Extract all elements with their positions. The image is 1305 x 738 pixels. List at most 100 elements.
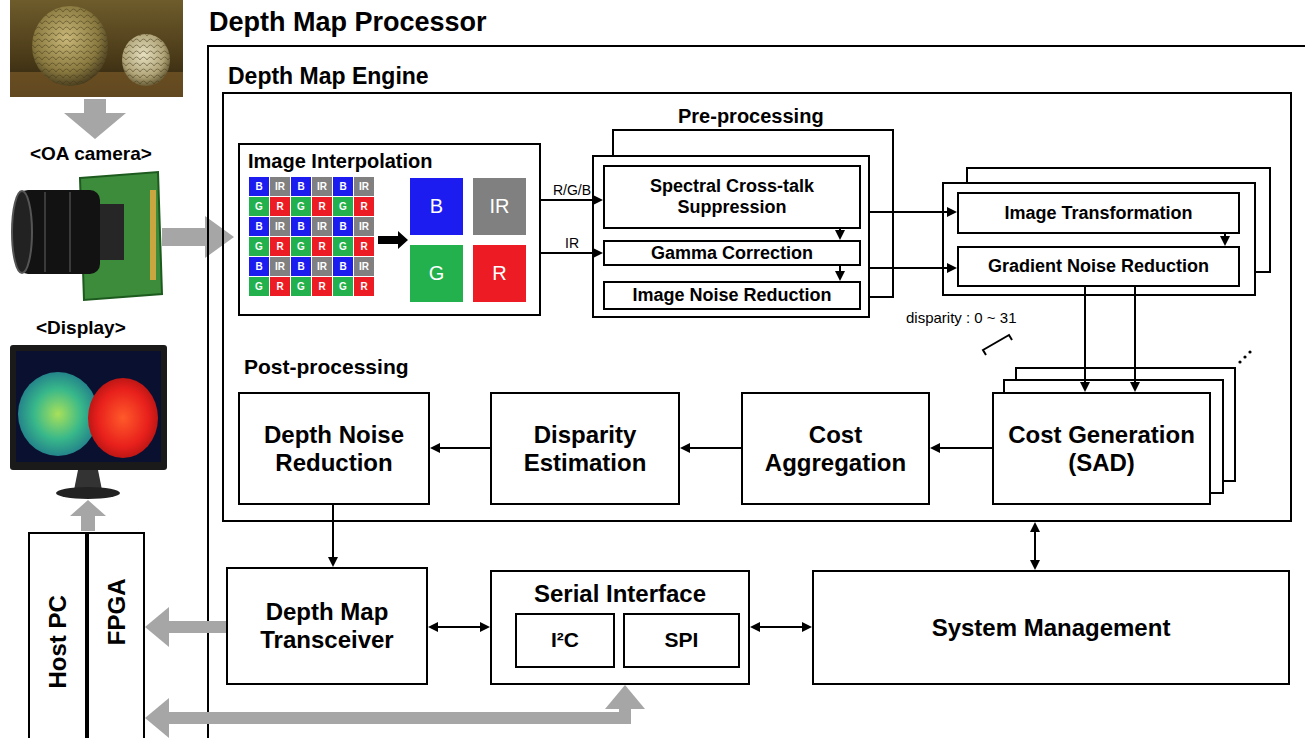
process-box: Depth Noise Reduction (238, 392, 430, 505)
label-text: IR (275, 221, 285, 233)
mosaic-cell: R (270, 237, 290, 256)
pine-cone-texture (122, 34, 170, 86)
process-box: Spectral Cross-talk Suppression (603, 165, 861, 229)
label-text: G (297, 201, 305, 213)
label-text: R (360, 201, 367, 213)
mosaic-cell: R (312, 277, 332, 296)
mosaic-cell: IR (312, 257, 332, 276)
process-box: Image Noise Reduction (603, 281, 861, 310)
label-text: B (297, 261, 304, 273)
signal-text: R/G/B (552, 182, 592, 198)
stack-front-frame (943, 183, 1255, 295)
mosaic-cell: IR (270, 177, 290, 196)
mosaic-cell: IR (312, 177, 332, 196)
label-text: R (360, 241, 367, 253)
channel-square: R (473, 245, 526, 302)
label-text: R (276, 201, 283, 213)
data-link-arrow (169, 709, 625, 718)
mosaic-cell: B (333, 257, 353, 276)
data-link-arrow (169, 621, 226, 633)
mosaic-cell: R (312, 197, 332, 216)
flow-arrow (541, 199, 593, 201)
mosaic-cell: B (291, 257, 311, 276)
process-box: Image Transformation (957, 192, 1240, 234)
box-label: FPGA (102, 579, 130, 646)
label-text: R (276, 281, 283, 293)
mosaic-cell: G (333, 277, 353, 296)
mosaic-cell: G (291, 237, 311, 256)
flow-arrow (1224, 234, 1226, 236)
label-text: B (339, 181, 346, 193)
device-label: <Display> (36, 317, 126, 339)
capture-arrow (64, 99, 126, 139)
label-text: IR (275, 261, 285, 273)
label-text: IR (317, 221, 327, 233)
bus-box: SPI (623, 613, 740, 668)
label-text: G (255, 281, 263, 293)
channel-square: B (410, 178, 463, 235)
label-text: R (276, 241, 283, 253)
monitor-bezel (10, 345, 167, 470)
flow-arrow (760, 626, 802, 628)
label-text: G (339, 241, 347, 253)
box-heading: Serial Interface (492, 580, 748, 608)
display-picture (10, 345, 167, 499)
mosaic-cell: R (354, 197, 374, 216)
box-label: Depth Noise Reduction (248, 421, 420, 476)
signal-label: IR (564, 234, 580, 252)
flow-arrow (940, 447, 992, 449)
box-label: IR (490, 195, 510, 218)
box-heading: Depth Map Processor (209, 7, 487, 38)
box-label: Gamma Correction (651, 243, 813, 264)
scene-photo (10, 0, 183, 97)
mosaic-cell: R (354, 277, 374, 296)
box-label: Image Noise Reduction (632, 285, 831, 306)
mosaic-cell: G (249, 237, 269, 256)
label-text: IR (275, 181, 285, 193)
box-label: Image Transformation (1004, 203, 1192, 224)
mosaic-cell: IR (312, 217, 332, 236)
host-box: FPGA (87, 532, 145, 738)
mosaic-cell: G (333, 197, 353, 216)
flow-arrow (870, 267, 947, 269)
mosaic-cell: G (333, 237, 353, 256)
camera-picture (12, 172, 162, 300)
label-text: G (297, 241, 305, 253)
flow-arrow (440, 447, 490, 449)
mosaic-cell: IR (354, 257, 374, 276)
depth-blob (88, 378, 158, 458)
signal-label: R/G/B (552, 181, 592, 199)
device-label: <OA camera> (30, 143, 152, 165)
signal-text: IR (564, 235, 580, 251)
pine-cone (32, 6, 108, 86)
label-text: Post-processing (244, 355, 409, 378)
box-label: Cost Aggregation (751, 421, 920, 476)
process-box: Cost Aggregation (741, 392, 930, 505)
monitor-base (56, 487, 120, 499)
flow-arrow (870, 211, 947, 213)
box-label: Depth Map Transceiver (236, 598, 418, 653)
label-text: <OA camera> (30, 143, 152, 164)
label-text: G (339, 201, 347, 213)
lens-front (12, 191, 32, 273)
box-label: SPI (665, 628, 699, 652)
process-box: Disparity Estimation (490, 392, 680, 505)
label-text: G (255, 241, 263, 253)
mosaic-cell: IR (270, 257, 290, 276)
bus-box: I²C (515, 613, 615, 668)
flow-arrow (690, 447, 741, 449)
box-label: Disparity Estimation (500, 421, 670, 476)
label-text: IR (359, 181, 369, 193)
mosaic-cell: R (270, 277, 290, 296)
label-text: R (318, 241, 325, 253)
flow-arrow (1034, 532, 1036, 560)
box-heading: Image Interpolation (248, 150, 432, 173)
box-label: Spectral Cross-talk Suppression (613, 176, 851, 217)
management-box: System Management (812, 570, 1290, 685)
process-box: Cost Generation (SAD) (992, 392, 1211, 505)
mosaic-cell: R (270, 197, 290, 216)
lens-ring (44, 192, 46, 272)
engine-frame: Depth Map EngineImage InterpolationBIRGR… (222, 92, 1292, 522)
flow-arrow (1134, 287, 1136, 382)
